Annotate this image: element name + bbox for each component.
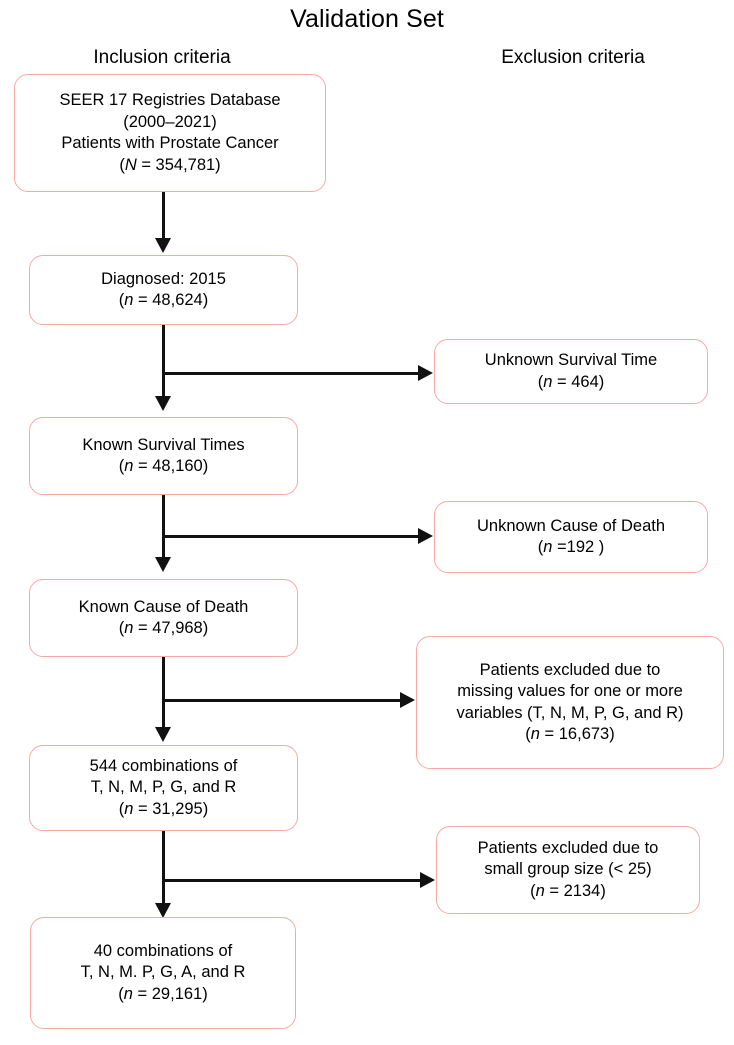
node-count: (n = 31,295) xyxy=(118,799,209,818)
node-count: (n =192 ) xyxy=(537,538,605,556)
node-line: Patients excluded due to xyxy=(479,660,661,679)
arrowhead-down-icon xyxy=(155,238,171,253)
count-symbol: n xyxy=(124,799,134,818)
arrowhead-down-icon xyxy=(155,903,171,918)
node-diagnosed-2015[interactable]: Diagnosed: 2015 (n = 48,624) xyxy=(29,255,298,325)
node-combinations-40[interactable]: 40 combinations of T, N, M. P, G, A, and… xyxy=(30,917,296,1029)
node-excluded-small-group[interactable]: Patients excluded due to small group siz… xyxy=(436,826,700,914)
node-excluded-missing-values[interactable]: Patients excluded due to missing values … xyxy=(416,636,724,769)
node-line: Diagnosed: 2015 xyxy=(101,269,226,288)
node-count: (n = 464) xyxy=(537,372,605,391)
count-symbol: n xyxy=(124,619,134,637)
node-line: Unknown Cause of Death xyxy=(476,516,666,535)
node-line: Known Cause of Death xyxy=(78,597,249,616)
node-line: Patients with Prostate Cancer xyxy=(61,134,279,152)
connector-known-survival-to-known-cause xyxy=(162,495,165,559)
branch-line-excluded-missing-values xyxy=(162,699,400,702)
connector-source-to-diagnosed xyxy=(162,192,165,240)
arrowhead-down-icon xyxy=(155,557,171,572)
node-line: Unknown Survival Time xyxy=(484,351,658,369)
node-line: T, N, M, P, G, and R xyxy=(90,778,237,797)
arrowhead-down-icon xyxy=(155,396,171,411)
arrowhead-right-icon xyxy=(418,527,433,544)
count-symbol: n xyxy=(530,725,540,743)
node-line: 544 combinations of xyxy=(89,756,238,775)
connector-combinations-544-to-40 xyxy=(162,831,165,905)
arrowhead-right-icon xyxy=(420,871,435,888)
connector-known-cause-to-combinations-544 xyxy=(162,657,165,729)
arrowhead-down-icon xyxy=(155,727,171,742)
node-unknown-survival-time[interactable]: Unknown Survival Time (n = 464) xyxy=(434,339,708,404)
node-line: SEER 17 Registries Database xyxy=(59,91,281,109)
node-known-cause-of-death[interactable]: Known Cause of Death (n = 47,968) xyxy=(29,579,298,657)
node-count: (n = 29,161) xyxy=(118,984,208,1003)
node-count: (n = 16,673) xyxy=(525,725,615,743)
node-line: missing values for one or more xyxy=(457,682,683,700)
node-count: (n = 47,968) xyxy=(118,619,209,637)
node-combinations-544[interactable]: 544 combinations of T, N, M, P, G, and R… xyxy=(29,745,298,831)
node-unknown-cause-of-death[interactable]: Unknown Cause of Death (n =192 ) xyxy=(434,501,708,573)
node-line: 40 combinations of xyxy=(93,941,233,960)
node-line: variables (T, N, M, P, G, and R) xyxy=(456,703,684,722)
node-count: (n = 48,624) xyxy=(118,291,209,309)
count-symbol: n xyxy=(124,457,134,475)
node-line: (2000–2021) xyxy=(123,112,217,131)
count-symbol: n xyxy=(123,984,133,1003)
count-symbol: n xyxy=(543,538,553,556)
node-line: Patients excluded due to xyxy=(477,838,659,857)
node-line: T, N, M. P, G, A, and R xyxy=(80,963,246,982)
node-count: (n = 2134) xyxy=(530,881,606,900)
connector-diagnosed-to-known-survival xyxy=(162,325,165,398)
node-count: (n = 48,160) xyxy=(118,457,209,475)
count-symbol: N xyxy=(124,155,137,174)
node-known-survival-times[interactable]: Known Survival Times (n = 48,160) xyxy=(29,417,298,495)
branch-line-unknown-survival-time xyxy=(162,372,418,375)
node-line: small group size (< 25) xyxy=(484,860,652,879)
node-source-cohort[interactable]: SEER 17 Registries Database (2000–2021) … xyxy=(14,74,326,192)
node-line: Known Survival Times xyxy=(82,435,245,454)
column-header-inclusion: Inclusion criteria xyxy=(93,47,231,68)
arrowhead-right-icon xyxy=(400,691,415,708)
count-symbol: n xyxy=(543,372,553,391)
count-symbol: n xyxy=(535,881,545,900)
node-count: (N = 354,781) xyxy=(119,155,221,174)
arrowhead-right-icon xyxy=(418,364,433,381)
figure-title: Validation Set xyxy=(290,5,444,33)
branch-line-unknown-cause-of-death xyxy=(162,535,418,538)
column-header-exclusion: Exclusion criteria xyxy=(501,47,645,68)
count-symbol: n xyxy=(124,291,134,309)
branch-line-excluded-small-group xyxy=(162,879,420,882)
